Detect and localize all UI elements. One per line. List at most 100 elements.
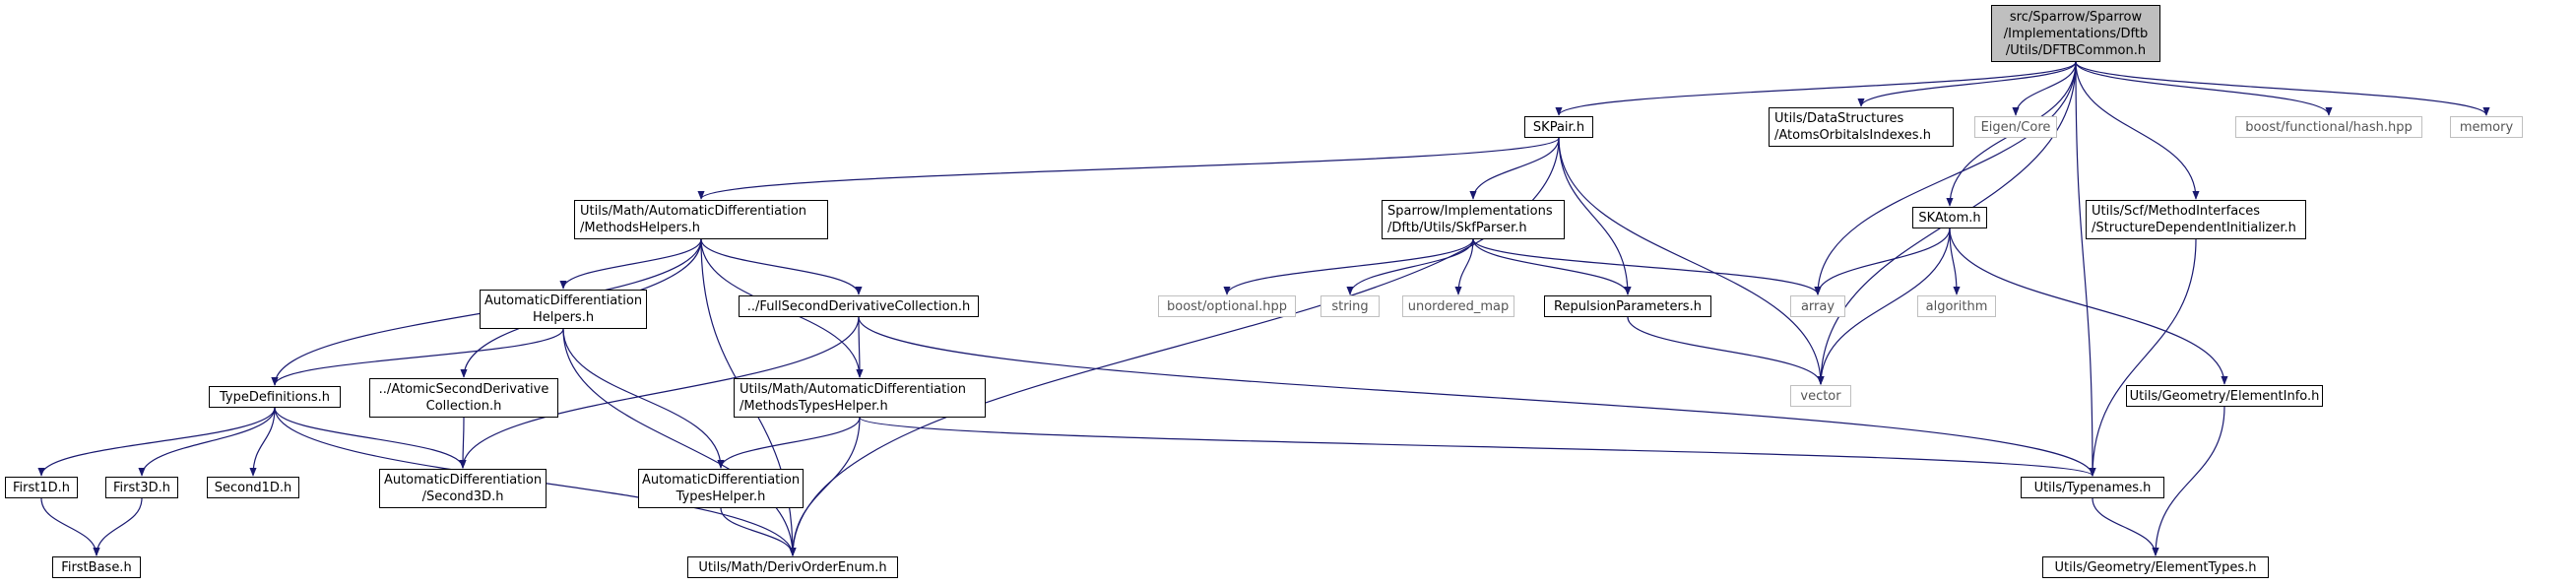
node-label-line: /AtomsOrbitalsIndexes.h (1774, 128, 1931, 143)
node-label-line: src/Sparrow/Sparrow (2009, 9, 2143, 25)
node-label-line: string (1331, 298, 1369, 314)
node-element-types-h[interactable]: Utils/Geometry/ElementTypes.h (2042, 556, 2269, 578)
node-skf-parser-h[interactable]: Sparrow/Implementations /Dftb/Utils/SkfP… (1382, 200, 1565, 239)
node-methods-types-helper-h[interactable]: Utils/Math/AutomaticDifferentiation /Met… (734, 378, 986, 418)
edge-repulsion-to-vector (1627, 316, 1825, 385)
node-atomic-second-derivative-collection-h[interactable]: ../AtomicSecondDerivative Collection.h (369, 378, 558, 418)
node-first3d-h[interactable]: First3D.h (105, 477, 178, 498)
node-vector[interactable]: vector (1790, 385, 1851, 407)
edge-ad_helpers-to-deriv_order (562, 328, 797, 556)
node-boost-functional-hash[interactable]: boost/functional/hash.hpp (2235, 116, 2422, 138)
node-label-line: Collection.h (425, 399, 502, 414)
node-skpair-h[interactable]: SKPair.h (1524, 116, 1593, 138)
edge-first1d-to-firstbase (40, 497, 100, 556)
edge-root-to-memory (2075, 61, 2490, 116)
edge-root-to-array (1814, 61, 2077, 295)
edge-layer (37, 61, 2490, 556)
node-label-line: /MethodsHelpers.h (580, 221, 701, 235)
edge-skatom-to-algorithm (1949, 228, 1961, 295)
edge-skpair-to-repulsion (1558, 137, 1632, 295)
edge-methods_helpers-to-full_second (700, 238, 863, 295)
edge-root-to-eigen_core (2012, 61, 2077, 116)
edge-atomic_second-to-ad_second3d (459, 417, 467, 469)
node-label-line: Utils/Geometry/ElementTypes.h (2054, 559, 2257, 575)
edge-ad_helpers-to-ad_types_helper (562, 328, 725, 469)
edge-skf_parser-to-unordered_map (1454, 238, 1474, 295)
node-automatic-differentiation-helpers-h[interactable]: AutomaticDifferentiation Helpers.h (480, 290, 647, 329)
edge-type_definitions-to-first1d (37, 407, 276, 477)
node-label-line: AutomaticDifferentiation (383, 473, 543, 488)
node-label-line: Utils/Math/DerivOrderEnum.h (698, 559, 887, 575)
node-label-line: Utils/DataStructures (1774, 111, 1904, 126)
node-label-line: AutomaticDifferentiation (483, 293, 643, 308)
node-label-line: vector (1800, 388, 1841, 404)
node-repulsion-parameters-h[interactable]: RepulsionParameters.h (1544, 295, 1711, 317)
node-deriv-order-enum-h[interactable]: Utils/Math/DerivOrderEnum.h (687, 556, 898, 578)
edge-skpair-to-vector (1558, 137, 1825, 385)
edge-methods_helpers-to-ad_helpers (559, 238, 702, 290)
edge-type_definitions-to-first3d (138, 407, 276, 477)
node-label-line: array (1800, 298, 1835, 314)
node-second1d-h[interactable]: Second1D.h (207, 477, 299, 498)
node-type-definitions-h[interactable]: TypeDefinitions.h (209, 386, 341, 408)
edge-skf_parser-to-array (1472, 238, 1822, 295)
node-unordered-map[interactable]: unordered_map (1402, 295, 1514, 317)
node-label-line: TypesHelper.h (676, 489, 766, 504)
node-first1d-h[interactable]: First1D.h (5, 477, 78, 498)
edge-skpair-to-skf_parser (1469, 137, 1560, 200)
node-dftbcommon-h[interactable]: src/Sparrow/Sparrow /Implementations/Dft… (1991, 5, 2160, 62)
edge-skatom-to-element_info (1949, 228, 2228, 385)
node-eigen-core[interactable]: Eigen/Core (1974, 116, 2057, 138)
node-label-line: Sparrow/Implementations (1387, 204, 1553, 219)
node-array[interactable]: array (1790, 295, 1845, 317)
node-label-line: SKAtom.h (1918, 210, 1981, 226)
node-label-line: /MethodsTypesHelper.h (740, 399, 888, 414)
node-label-line: Utils/Typenames.h (2033, 480, 2152, 495)
edge-full_second-to-methods_types_helper (856, 316, 864, 378)
node-methods-helpers-h[interactable]: Utils/Math/AutomaticDifferentiation /Met… (574, 200, 828, 239)
node-label-line: Helpers.h (532, 310, 595, 325)
node-automatic-differentiation-second3d-h[interactable]: AutomaticDifferentiation /Second3D.h (379, 469, 547, 508)
edge-root-to-atoms_orbitals (1857, 61, 2077, 107)
node-full-second-derivative-collection-h[interactable]: ../FullSecondDerivativeCollection.h (739, 295, 979, 317)
edge-skf_parser-to-repulsion (1472, 238, 1632, 295)
node-label-line: boost/optional.hpp (1167, 298, 1287, 314)
node-label-line: boost/functional/hash.hpp (2245, 119, 2413, 135)
node-skatom-h[interactable]: SKAtom.h (1912, 207, 1987, 228)
edge-ad_helpers-to-type_definitions (271, 328, 564, 386)
edge-root-to-typenames (2075, 61, 2096, 477)
edge-skatom-to-vector (1817, 228, 1951, 385)
node-label-line: unordered_map (1407, 298, 1510, 314)
edge-type_definitions-to-ad_second3d (274, 407, 467, 469)
node-label-line: /Dftb/Utils/SkfParser.h (1387, 221, 1527, 235)
node-label-line: FirstBase.h (61, 559, 132, 575)
node-firstbase-h[interactable]: FirstBase.h (52, 556, 141, 578)
node-memory[interactable]: memory (2450, 116, 2523, 138)
node-label-line: First1D.h (12, 480, 70, 495)
node-structure-dependent-initializer-h[interactable]: Utils/Scf/MethodInterfaces /StructureDep… (2086, 200, 2306, 239)
node-typenames-h[interactable]: Utils/Typenames.h (2021, 477, 2164, 498)
edge-root-to-structure_dep (2075, 61, 2200, 200)
node-element-info-h[interactable]: Utils/Geometry/ElementInfo.h (2126, 385, 2323, 407)
edge-skf_parser-to-boost_optional (1223, 238, 1474, 295)
node-label-line: memory (2459, 119, 2514, 135)
node-label-line: AutomaticDifferentiation (641, 473, 801, 488)
node-boost-optional[interactable]: boost/optional.hpp (1158, 295, 1296, 317)
edge-methods_types_helper-to-ad_types_helper (717, 417, 861, 469)
node-algorithm[interactable]: algorithm (1917, 295, 1996, 317)
edge-typenames-to-element_types (2092, 497, 2159, 556)
edge-full_second-to-ad_second3d (459, 316, 860, 469)
node-label-line: TypeDefinitions.h (220, 389, 330, 405)
node-label-line: Utils/Scf/MethodInterfaces (2092, 204, 2261, 219)
node-string[interactable]: string (1320, 295, 1380, 317)
node-label-line: ../AtomicSecondDerivative (378, 382, 549, 397)
edge-first3d-to-firstbase (93, 497, 143, 556)
node-automatic-differentiation-types-helper-h[interactable]: AutomaticDifferentiation TypesHelper.h (638, 469, 804, 508)
node-label-line: algorithm (1925, 298, 1988, 314)
node-label-line: /StructureDependentInitializer.h (2092, 221, 2296, 235)
node-label-line: /Implementations/Dftb (2003, 26, 2149, 41)
edge-skf_parser-to-string (1346, 238, 1474, 295)
node-label-line: Second1D.h (214, 480, 292, 495)
node-atoms-orbitals-indexes-h[interactable]: Utils/DataStructures /AtomsOrbitalsIndex… (1769, 107, 1954, 147)
